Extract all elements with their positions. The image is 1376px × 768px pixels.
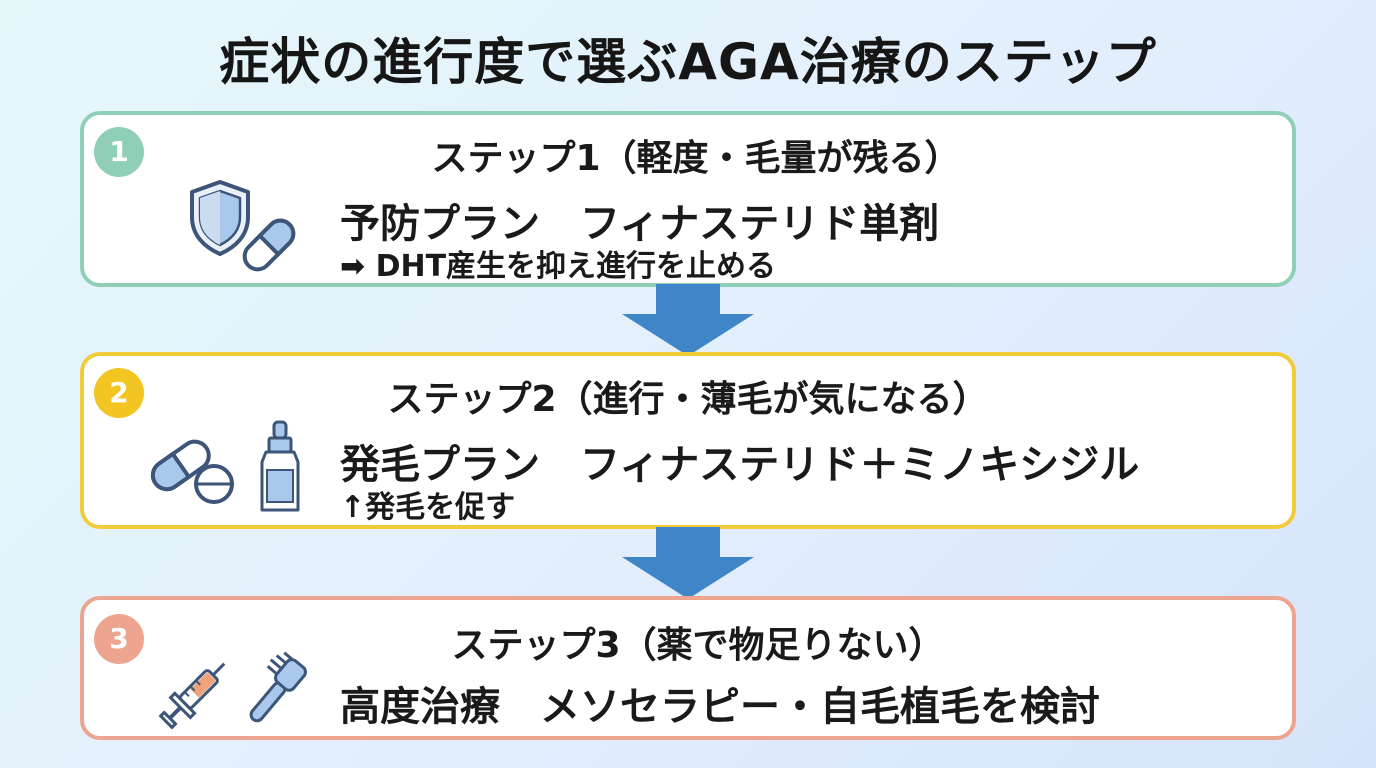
step-number-badge: 3 — [94, 614, 144, 664]
step-plan: 予防プラン フィナステリド単剤 — [340, 201, 940, 247]
step-note: ➡ DHT産生を抑え進行を止める — [340, 249, 777, 284]
step-note: ↑発毛を促す — [340, 490, 516, 525]
step-card-3: 3 ステップ3（薬で物足りない） 高度治療 メソセラピー・自毛植毛を検討 — [80, 596, 1296, 740]
arrow-down-icon — [622, 284, 754, 356]
capsule-icon — [242, 218, 296, 272]
implant-tool-icon — [249, 651, 307, 723]
step-heading: ステップ1（軽度・毛量が残る） — [431, 138, 961, 179]
step-card-1: 1 ステップ1（軽度・毛量が残る） 予防プラン フィナステリド単剤 ➡ DHT産… — [80, 111, 1296, 287]
step-number-badge: 1 — [94, 127, 144, 177]
step-heading: ステップ2（進行・薄毛が気になる） — [387, 379, 989, 420]
shield-icon — [190, 180, 250, 256]
step-heading: ステップ3（薬で物足りない） — [451, 625, 945, 666]
step-plan: 発毛プラン フィナステリド＋ミノキシジル — [340, 442, 1140, 488]
arrow-down-icon — [622, 527, 754, 599]
syringe-icon — [158, 662, 226, 730]
step-plan: 高度治療 メソセラピー・自毛植毛を検討 — [340, 684, 1100, 730]
step-number-badge: 2 — [94, 368, 144, 418]
pills-icon — [150, 439, 234, 504]
step-card-2: 2 ステップ2（進行・薄毛が気になる） 発毛プラン フィナステリド＋ミノキシジル… — [80, 352, 1296, 529]
dropper-bottle-icon — [260, 420, 300, 512]
page-title: 症状の進行度で選ぶAGA治療のステップ — [219, 33, 1157, 91]
